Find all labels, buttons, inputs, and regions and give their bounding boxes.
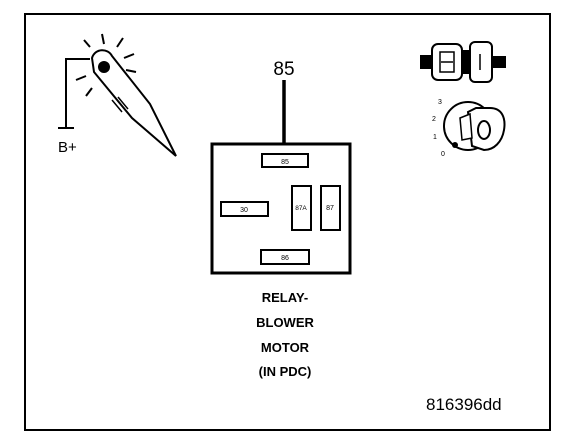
terminal-86 [260, 249, 310, 265]
connector-icon [420, 41, 506, 83]
pointer-label: 85 [273, 59, 294, 80]
ignition-position-3: 3 [438, 99, 442, 106]
ignition-position-0: 0 [441, 151, 445, 158]
terminal-30 [220, 201, 269, 217]
ignition-position-2: 2 [432, 116, 436, 123]
terminal-87-label: 87 [326, 205, 334, 212]
terminal-85 [261, 153, 309, 168]
ignition-position-1: 1 [433, 134, 437, 141]
ignition-switch-icon [443, 101, 506, 152]
diagram-frame [24, 13, 551, 431]
caption-line-3: MOTOR [260, 340, 310, 355]
caption-line-4: (IN PDC) [258, 364, 312, 379]
battery-label: B+ [58, 139, 77, 156]
test-light-icon [58, 33, 177, 157]
figure-id: 816396dd [426, 395, 502, 414]
terminal-87 [320, 185, 341, 231]
terminal-87a-label: 87A [295, 205, 307, 212]
terminal-30-label: 30 [240, 207, 248, 214]
caption-line-2: BLOWER [256, 315, 314, 330]
terminal-86-label: 86 [281, 255, 289, 262]
caption-line-1: RELAY- [261, 290, 309, 305]
terminal-85-label: 85 [281, 159, 289, 166]
terminal-87a [291, 185, 312, 231]
